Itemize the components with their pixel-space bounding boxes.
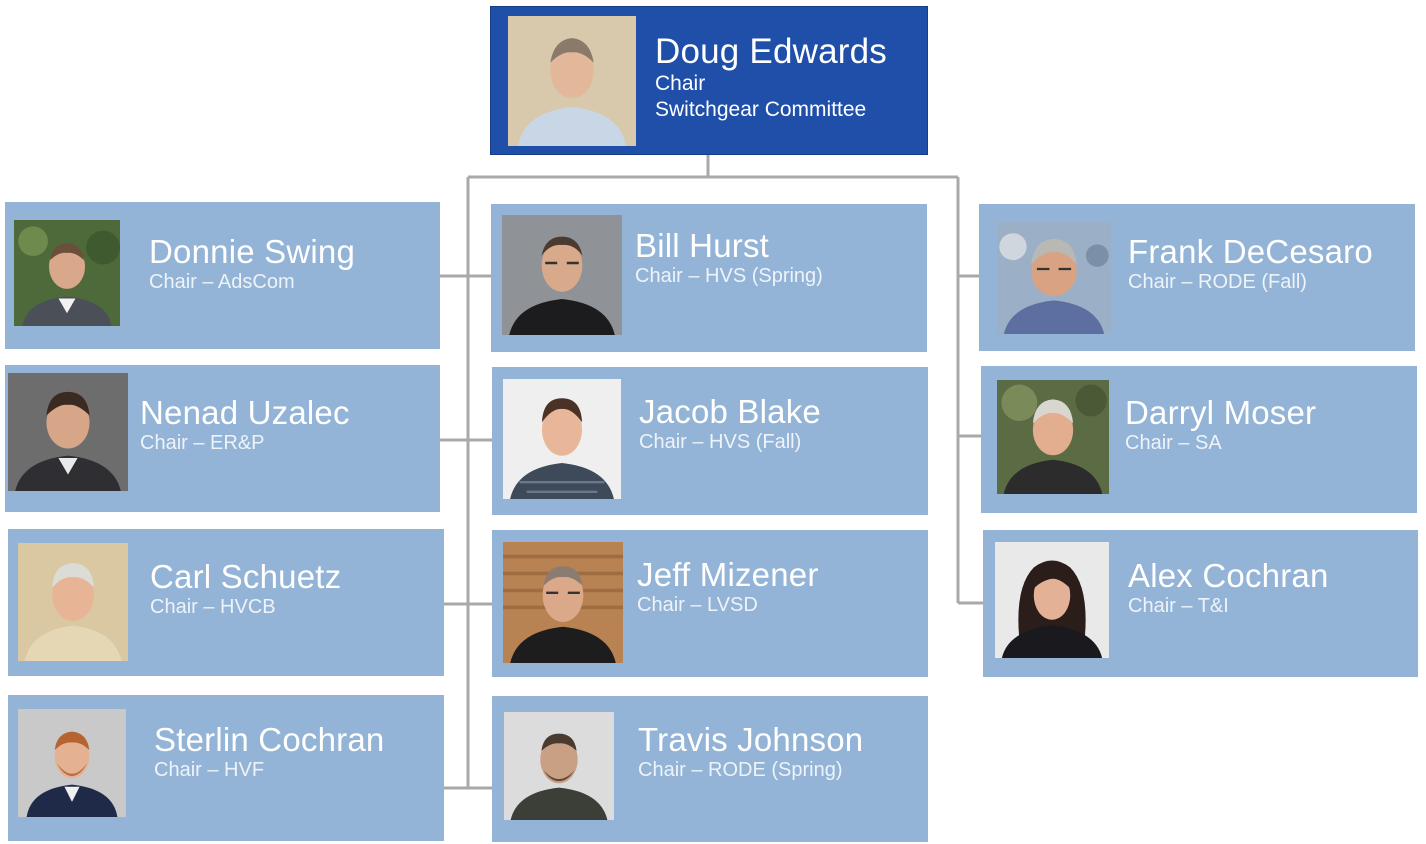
member-role: Chair – T&I <box>1128 595 1229 617</box>
portrait-bill-hurst <box>502 215 622 335</box>
org-box-sterlin-cochran: Sterlin Cochran Chair – HVF <box>8 695 444 841</box>
member-name: Jacob Blake <box>639 393 821 430</box>
member-role: Chair – HVCB <box>150 596 276 618</box>
member-name: Jeff Mizener <box>637 556 819 593</box>
portrait-jacob-blake <box>503 379 621 499</box>
portrait-doug-edwards <box>508 16 636 146</box>
portrait-donnie-swing <box>14 220 120 326</box>
org-box-bill-hurst: Bill Hurst Chair – HVS (Spring) <box>491 204 927 352</box>
member-role: Chair – LVSD <box>637 594 758 616</box>
portrait-nenad-uzalec <box>8 373 128 491</box>
root-name: Doug Edwards <box>655 32 887 71</box>
member-role: Chair – HVF <box>154 759 265 781</box>
portrait-sterlin-cochran <box>18 709 126 817</box>
org-box-nenad-uzalec: Nenad Uzalec Chair – ER&P <box>5 365 440 512</box>
org-box-travis-johnson: Travis Johnson Chair – RODE (Spring) <box>492 696 928 842</box>
member-role: Chair – RODE (Fall) <box>1128 271 1307 293</box>
member-name: Nenad Uzalec <box>140 394 350 431</box>
root-committee: Switchgear Committee <box>655 98 867 121</box>
member-role: Chair – HVS (Fall) <box>639 431 802 453</box>
member-role: Chair – SA <box>1125 432 1222 454</box>
portrait-carl-schuetz <box>18 543 128 661</box>
member-name: Travis Johnson <box>638 721 864 758</box>
member-role: Chair – ER&P <box>140 432 265 454</box>
portrait-frank-decesaro <box>997 222 1111 334</box>
org-box-alex-cochran: Alex Cochran Chair – T&I <box>983 530 1418 677</box>
portrait-darryl-moser <box>997 380 1109 494</box>
member-name: Donnie Swing <box>149 233 356 270</box>
member-name: Carl Schuetz <box>150 558 342 595</box>
member-role: Chair – RODE (Spring) <box>638 759 843 781</box>
member-name: Bill Hurst <box>635 227 770 264</box>
org-box-donnie-swing: Donnie Swing Chair – AdsCom <box>5 202 440 349</box>
member-name: Darryl Moser <box>1125 394 1317 431</box>
root-role: Chair <box>655 72 706 95</box>
org-box-darryl-moser: Darryl Moser Chair – SA <box>981 366 1417 513</box>
org-box-carl-schuetz: Carl Schuetz Chair – HVCB <box>8 529 444 676</box>
member-name: Sterlin Cochran <box>154 721 385 758</box>
member-role: Chair – HVS (Spring) <box>635 265 823 287</box>
org-box-frank-decesaro: Frank DeCesaro Chair – RODE (Fall) <box>979 204 1415 351</box>
member-role: Chair – AdsCom <box>149 271 295 293</box>
org-box-root: Doug Edwards Chair Switchgear Committee <box>490 6 928 155</box>
org-box-jeff-mizener: Jeff Mizener Chair – LVSD <box>492 530 928 677</box>
org-box-jacob-blake: Jacob Blake Chair – HVS (Fall) <box>492 367 928 515</box>
member-name: Frank DeCesaro <box>1128 233 1373 270</box>
member-name: Alex Cochran <box>1128 557 1329 594</box>
portrait-jeff-mizener <box>503 542 623 663</box>
portrait-alex-cochran <box>995 542 1109 658</box>
portrait-travis-johnson <box>504 712 614 820</box>
